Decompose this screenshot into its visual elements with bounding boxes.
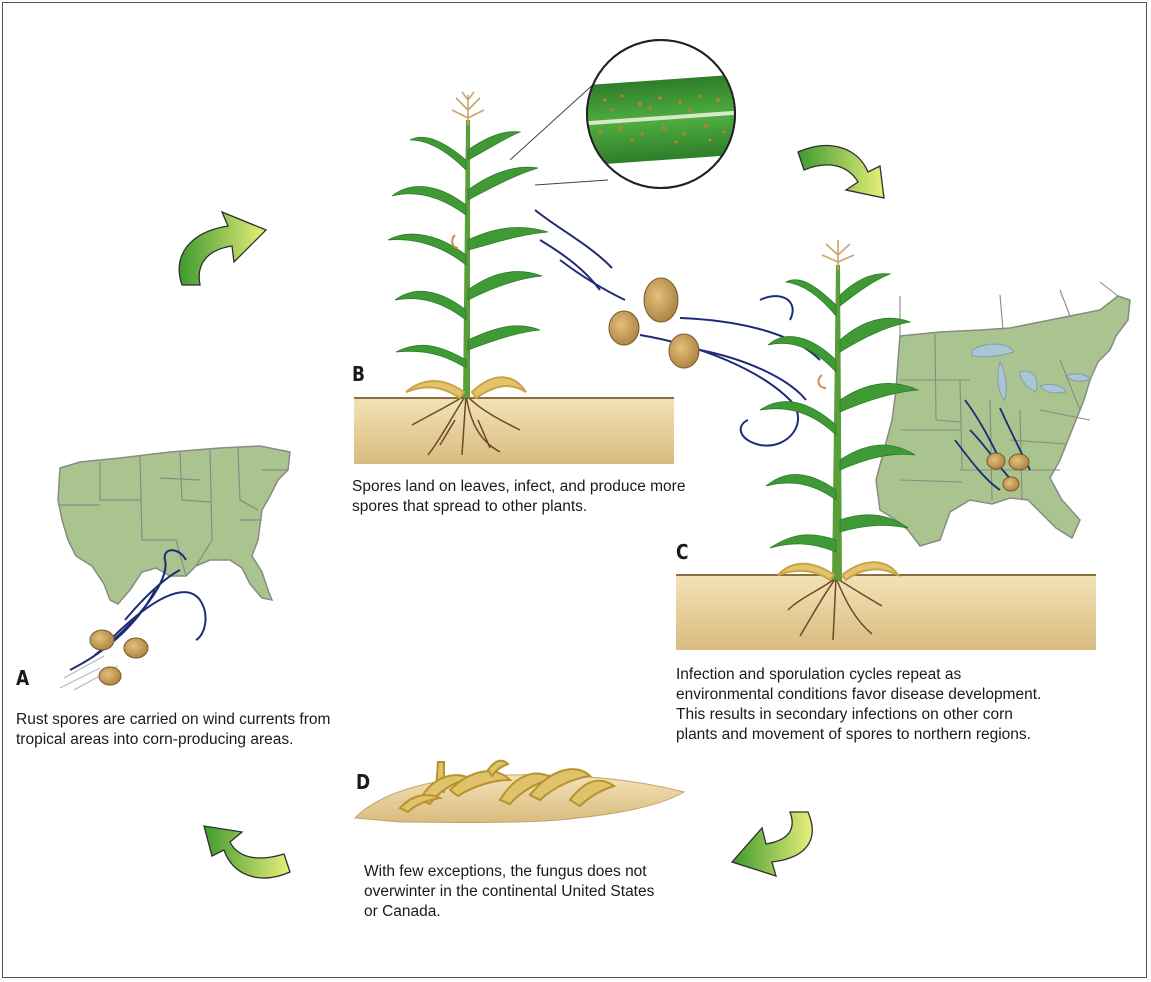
tassel-b xyxy=(451,91,485,125)
great-lakes xyxy=(971,343,1091,401)
stage-letter-a: A xyxy=(16,666,30,690)
cycle-arrow-c-to-d xyxy=(730,811,813,877)
soil-c xyxy=(676,574,1096,650)
corn-plant-b xyxy=(387,91,549,400)
stage-letter-c: C xyxy=(676,540,689,564)
cycle-arrow-d-to-a xyxy=(203,825,291,879)
dry-leaves-c xyxy=(777,561,901,582)
roots-b xyxy=(411,394,521,456)
canada-outline xyxy=(899,281,1119,336)
roots-c xyxy=(787,577,883,641)
rust-pustules xyxy=(598,94,726,144)
stage-letter-b: B xyxy=(352,362,365,386)
cycle-arrow-a-to-b xyxy=(178,210,268,286)
caption-stage-c: Infection and sporulation cycles repeat … xyxy=(676,666,1042,743)
dry-leaves-b xyxy=(405,376,527,400)
spores-a xyxy=(89,629,149,686)
map-southern-us xyxy=(57,445,291,605)
cycle-arrow-b-to-c xyxy=(797,144,885,199)
caption-stage-b: Spores land on leaves, infect, and produ… xyxy=(352,478,686,515)
caption-stage-a: Rust spores are carried on wind currents… xyxy=(16,711,331,748)
map-eastern-us xyxy=(875,281,1131,547)
soil-b xyxy=(354,397,674,464)
wind-currents-a xyxy=(69,549,207,671)
caption-stage-d: With few exceptions, the fungus does not… xyxy=(364,863,655,920)
leaf-magnifier-callout xyxy=(509,39,736,189)
spores-c xyxy=(986,452,1030,492)
corn-plant-c xyxy=(759,240,920,582)
spores-b xyxy=(608,277,700,369)
stage-letter-d: D xyxy=(356,770,371,794)
tassel-c xyxy=(821,240,855,270)
dead-corn-residue xyxy=(398,759,617,814)
